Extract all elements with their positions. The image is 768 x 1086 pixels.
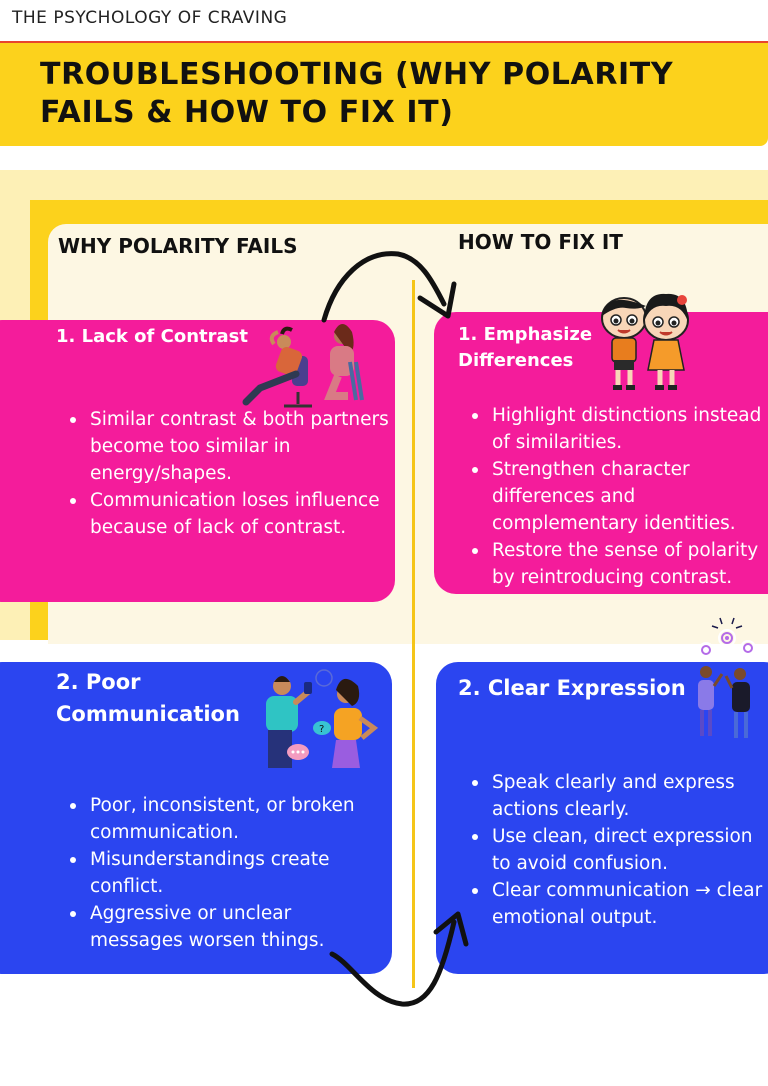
list-item: Clear communication → clear emotional ou…	[468, 877, 768, 931]
heading-why-polarity-fails: WHY POLARITY FAILS	[58, 234, 298, 258]
list-item: Restore the sense of polarity by reintro…	[468, 537, 768, 591]
list-item: Use clean, direct expression to avoid co…	[468, 823, 768, 877]
list-item: Similar contrast & both partners become …	[66, 406, 396, 487]
list-lack-of-contrast: Similar contrast & both partners become …	[66, 406, 396, 541]
arguing-couple-illustration: ?	[266, 669, 379, 768]
card-title-line: 2. Poor	[56, 670, 141, 694]
card-clear-expression	[436, 662, 768, 974]
target-signal-people-illustration	[698, 617, 756, 738]
curved-arrow-icon	[321, 251, 457, 323]
top-label: THE PSYCHOLOGY OF CRAVING	[12, 8, 288, 28]
list-poor-communication: Poor, inconsistent, or broken communicat…	[66, 792, 386, 954]
list-item: Strengthen character differences and com…	[468, 456, 768, 537]
two-kids-illustration	[601, 293, 689, 390]
header-divider	[0, 41, 768, 43]
card-title-lack-of-contrast: 1. Lack of Contrast	[56, 326, 248, 347]
list-item: Highlight distinctions instead of simila…	[468, 402, 768, 456]
card-title-clear-expression: 2. Clear Expression	[458, 676, 686, 700]
list-item: Communication loses influence because of…	[66, 487, 396, 541]
relaxed-couple-illustration	[242, 324, 364, 408]
list-item: Misunderstandings create conflict.	[66, 846, 386, 900]
list-clear-expression: Speak clearly and express actions clearl…	[468, 769, 768, 931]
list-emphasize-differences: Highlight distinctions instead of simila…	[468, 402, 768, 591]
card-title-line: Communication	[56, 702, 240, 726]
card-poor-communication	[0, 662, 392, 974]
heading-how-to-fix-it: HOW TO FIX IT	[458, 230, 623, 254]
list-item: Poor, inconsistent, or broken communicat…	[66, 792, 386, 846]
card-title-emphasize-differences: 1. Emphasize Differences	[458, 322, 592, 374]
curved-arrow-icon	[329, 911, 469, 1007]
page-title: TROUBLESHOOTING (WHY POLARITY FAILS & HO…	[40, 57, 674, 130]
svg-text:?: ?	[319, 724, 324, 735]
card-emphasize-differences	[434, 312, 768, 594]
card-title-poor-communication: 2. Poor Communication	[56, 666, 240, 730]
card-lack-of-contrast	[0, 320, 395, 602]
card-title-line: 1. Emphasize	[458, 324, 593, 345]
center-divider	[412, 280, 415, 988]
list-item: Speak clearly and express actions clearl…	[468, 769, 768, 823]
title-band	[0, 43, 768, 146]
list-item: Aggressive or unclear messages worsen th…	[66, 900, 386, 954]
card-title-line: Differences	[458, 350, 574, 371]
